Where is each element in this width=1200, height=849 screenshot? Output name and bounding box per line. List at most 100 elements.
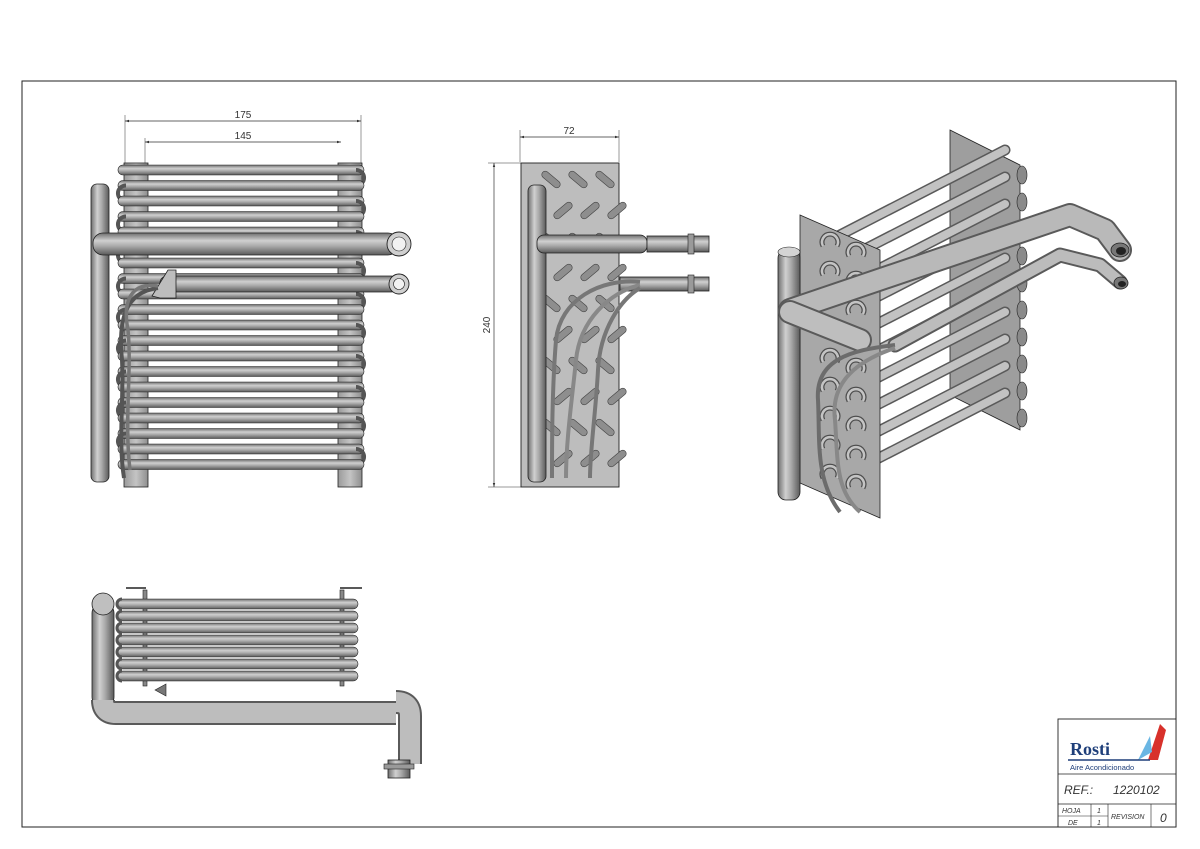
front-view: 175 145 [90, 110, 412, 488]
iso-return-bend-highlight [846, 387, 866, 402]
front-tube [117, 350, 365, 362]
iso-rear-bend [1016, 408, 1028, 428]
iso-return-bend-highlight [820, 232, 840, 247]
iso-return-bend-highlight [820, 261, 840, 276]
front-outlet-bore [391, 236, 407, 252]
front-outlet-pipe [92, 232, 399, 256]
top-left-bend [115, 669, 123, 683]
front-tube [117, 381, 365, 393]
iso-rear-bend [1016, 300, 1028, 320]
top-header-end [91, 592, 115, 616]
iso-rear-bend [1016, 165, 1028, 185]
side-capillary-3 [588, 286, 642, 479]
iso-return-bend-highlight [846, 358, 866, 373]
top-left-bend [115, 633, 123, 647]
side-plate-slot [607, 201, 627, 220]
front-tube-rows [116, 164, 366, 470]
front-tube [117, 211, 365, 222]
dim-175-label: 175 [235, 110, 252, 121]
side-outlet-pipe [536, 234, 648, 254]
top-tube [117, 610, 359, 622]
front-tube [117, 335, 365, 346]
side-outlet-stub [646, 235, 710, 253]
revision-value: 0 [1160, 811, 1167, 825]
side-inlet-bead [687, 274, 695, 294]
top-tube [117, 670, 359, 682]
top-tube-rows [115, 597, 359, 683]
front-tube [117, 459, 365, 470]
top-outlet-pipe [93, 699, 396, 723]
side-plate-slot [607, 325, 627, 344]
side-vertical-header [527, 184, 547, 483]
side-plate-slot [553, 201, 573, 220]
side-plate-slot [568, 294, 588, 313]
side-plate-slot [595, 418, 615, 437]
iso-return-bend-highlight [820, 406, 840, 421]
iso-capillary-1 [815, 343, 896, 514]
dim-240-label: 240 [482, 316, 493, 333]
iso-return-bend-highlight [846, 416, 866, 431]
iso-rear-bend [1016, 192, 1028, 212]
de-label: DE [1068, 820, 1078, 827]
front-tube [117, 412, 365, 424]
rosti-logo: Rosti Aire Acondicionado [1068, 724, 1166, 772]
sheet-border [21, 80, 1177, 828]
iso-inlet-pipe [889, 249, 1126, 351]
iso-vertical-header [777, 249, 801, 501]
top-vertical-header [91, 603, 115, 707]
brand-subtitle: Aire Acondicionado [1070, 763, 1134, 772]
side-plate-slot [607, 263, 627, 282]
iso-return-bend-highlight [846, 242, 866, 257]
side-plate-slot [568, 170, 588, 189]
hoja-label: HOJA [1062, 808, 1081, 815]
front-inlet-bore [393, 278, 405, 290]
top-outlet-bead [383, 763, 415, 770]
side-plate-slot [541, 170, 561, 189]
top-tube [117, 646, 359, 658]
front-tube [117, 180, 365, 191]
front-tube [117, 319, 365, 331]
iso-rear-bend [1016, 246, 1028, 266]
front-tube [117, 164, 365, 176]
iso-header-cap [777, 246, 801, 258]
side-plate-slot [607, 449, 627, 468]
iso-capillary-2 [832, 346, 896, 514]
top-left-bend [115, 645, 123, 659]
iso-return-bend-highlight [846, 445, 866, 460]
revision-label: REVISION [1111, 814, 1145, 821]
front-tube [117, 428, 365, 439]
iso-return-bend-highlight [846, 300, 866, 315]
side-plate-slot [580, 263, 600, 282]
ref-label: REF.: [1064, 783, 1093, 797]
top-outlet-elbow [395, 692, 420, 764]
front-tube [117, 257, 365, 269]
iso-rear-bend [1016, 354, 1028, 374]
side-view: 72 240 [482, 126, 710, 488]
iso-outlet-elbow [780, 302, 870, 350]
brand-name: Rosti [1070, 739, 1110, 759]
ref-value: 1220102 [1113, 783, 1160, 797]
side-plate-slot [553, 263, 573, 282]
dim-145-label: 145 [235, 131, 252, 142]
front-vertical-header [90, 183, 110, 483]
top-view [91, 587, 422, 779]
side-capillary-2 [564, 283, 641, 479]
side-plate-slot [580, 201, 600, 220]
top-tube [117, 622, 359, 634]
front-distributor [151, 269, 177, 299]
title-block: Rosti Aire Acondicionado REF.: 1220102 H… [1057, 718, 1177, 828]
side-capillary-1 [550, 279, 641, 479]
front-tube [117, 366, 365, 377]
front-tube [117, 304, 365, 315]
top-left-bend [115, 609, 123, 623]
top-tube [117, 634, 359, 646]
front-tube [117, 397, 365, 408]
top-distributor [154, 683, 167, 697]
front-capillary-2 [124, 283, 159, 471]
iso-outlet-pipe [780, 205, 1130, 320]
de-value: 1 [1097, 820, 1101, 827]
iso-rear-bend [1016, 327, 1028, 347]
dim-72-label: 72 [563, 126, 575, 137]
top-tube [117, 658, 359, 670]
